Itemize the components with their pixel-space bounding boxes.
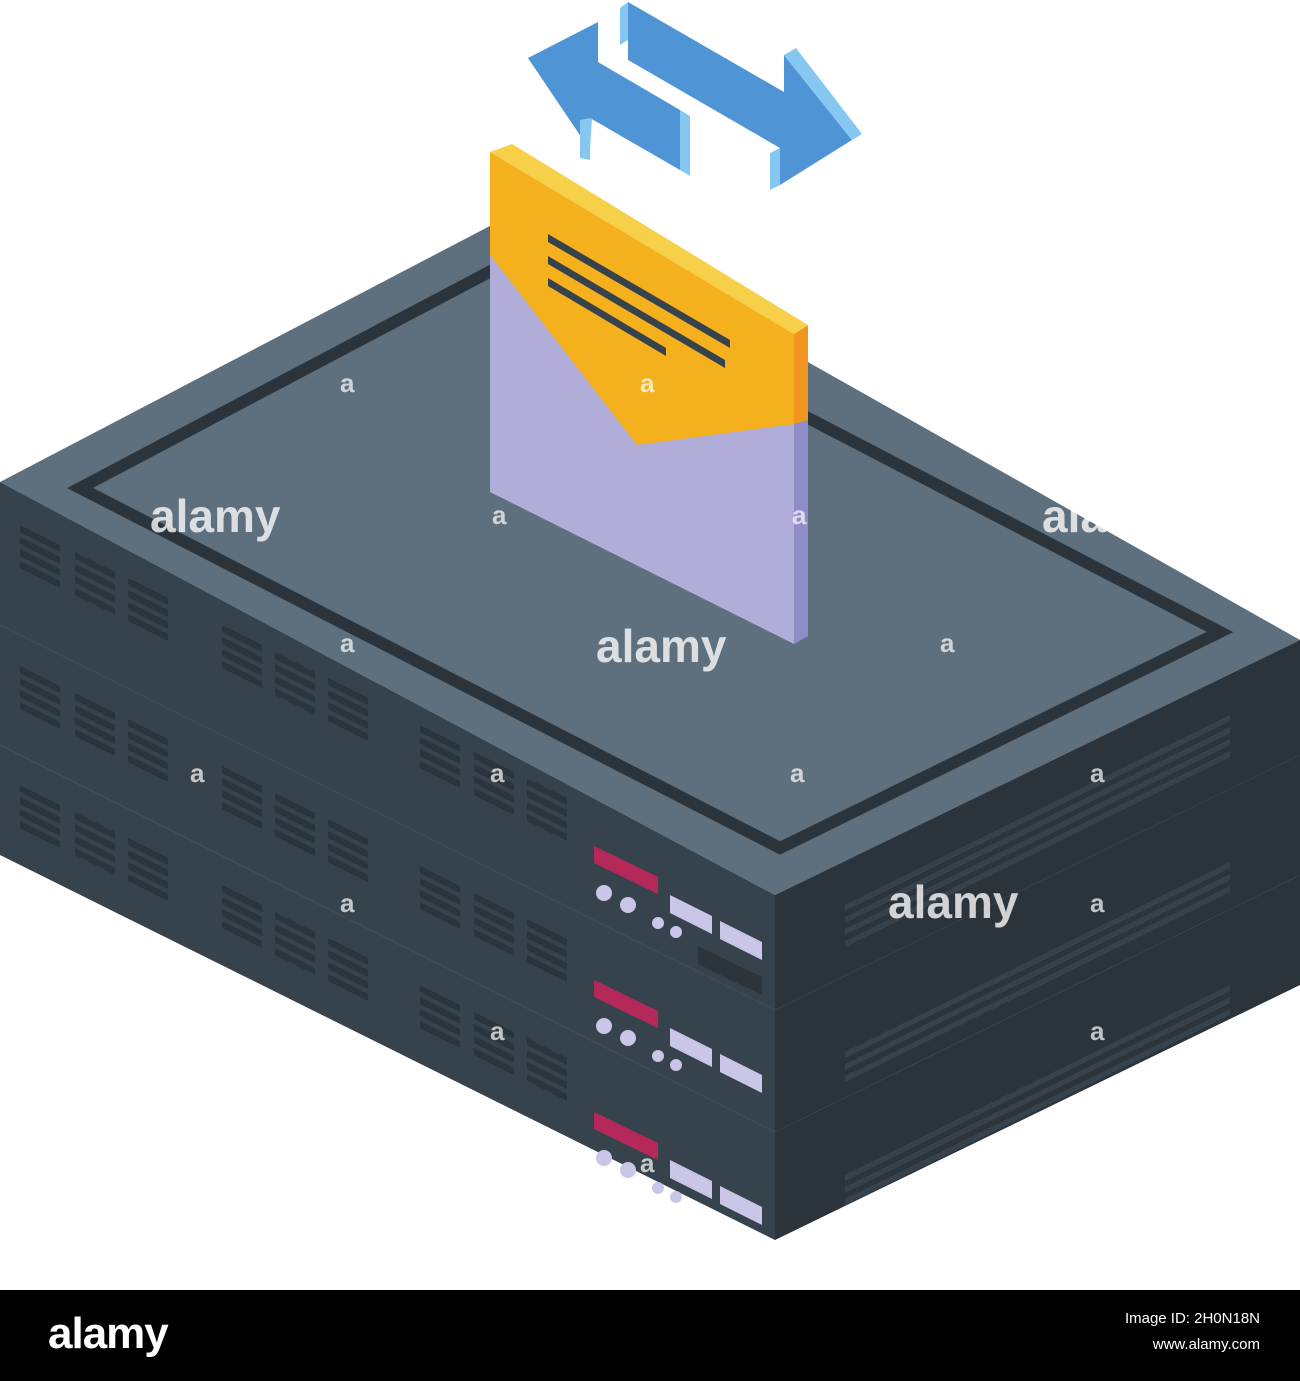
site-url-text: www.alamy.com — [1152, 1336, 1260, 1353]
server-unit-bottom — [0, 745, 1300, 1240]
watermark-text: alamy — [150, 490, 281, 542]
watermark-mark: a — [640, 368, 655, 398]
watermark-text: alamy — [888, 876, 1019, 928]
watermark-mark: a — [490, 758, 505, 788]
watermark-mark: a — [190, 758, 205, 788]
watermark-mark: a — [1090, 1016, 1105, 1046]
exchange-arrows-icon — [528, 2, 862, 190]
stock-footer-bar: alamy Image ID: 2H0N18N www.alamy.com — [0, 1290, 1300, 1381]
watermark-mark: a — [792, 500, 807, 530]
watermark-text: alamy — [596, 620, 727, 672]
watermark: alamy alamy alamy alamy a a a a a a a a … — [150, 368, 1173, 1178]
watermark-mark: a — [340, 628, 355, 658]
watermark-mark: a — [1090, 758, 1105, 788]
letter-text-lines — [548, 234, 730, 368]
control-panel — [594, 1112, 762, 1225]
watermark-mark: a — [640, 1148, 655, 1178]
watermark-mark: a — [492, 500, 507, 530]
watermark-mark: a — [340, 888, 355, 918]
watermark-mark: a — [340, 368, 355, 398]
control-panel — [594, 846, 762, 995]
email-envelope-icon — [490, 144, 808, 644]
side-vent — [845, 862, 1230, 1082]
mail-server-illustration: alamy alamy alamy alamy a a a a a a a a … — [0, 2, 1300, 1240]
watermark-mark: a — [1090, 888, 1105, 918]
side-vent — [845, 985, 1230, 1205]
watermark-mark: a — [190, 1016, 205, 1046]
side-vent — [845, 715, 1230, 947]
watermark-mark: a — [940, 628, 955, 658]
control-panel — [594, 980, 762, 1093]
server-unit-middle — [0, 625, 1300, 1132]
watermark-text: alamy — [1042, 490, 1173, 542]
watermark-mark: a — [790, 758, 805, 788]
image-id-text: Image ID: 2H0N18N — [1124, 1310, 1260, 1327]
watermark-mark: a — [340, 1148, 355, 1178]
footer-logo: alamy — [48, 1309, 169, 1358]
watermark-mark: a — [490, 1016, 505, 1046]
